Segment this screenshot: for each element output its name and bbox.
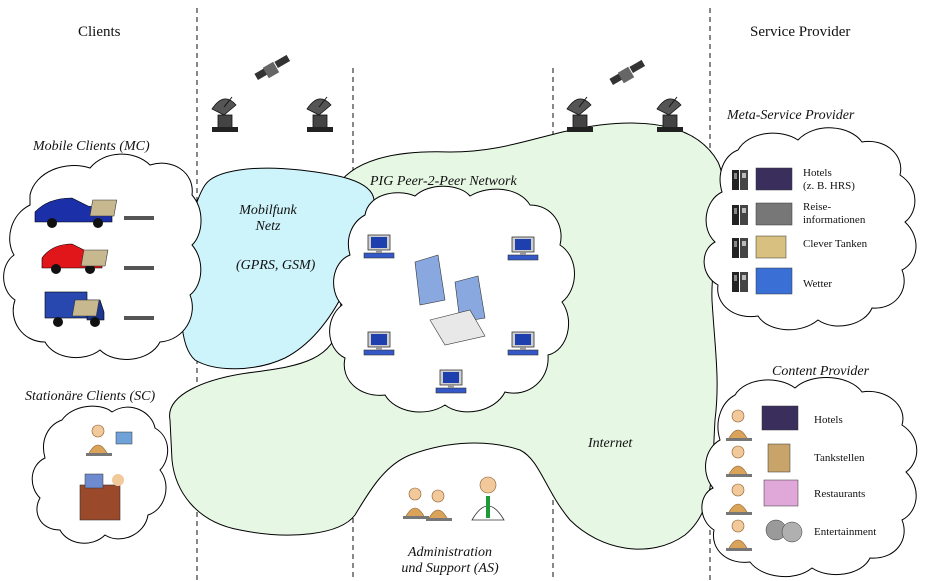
content-item-entertainment: Entertainment — [814, 526, 877, 538]
fuel-pump-icon — [755, 235, 787, 259]
meta-item-sublabel: (z. B. HRS) — [803, 179, 855, 192]
meta-item-hotels: Hotels (z. B. HRS) — [803, 167, 855, 192]
satellite-icon — [609, 59, 646, 85]
computer-icon — [507, 331, 539, 356]
computer-icon — [435, 369, 467, 394]
pig-network-title: PIG Peer-2-Peer Network — [370, 174, 517, 189]
mobile-clients-title: Mobile Clients (MC) — [33, 139, 150, 154]
hotel-image-icon — [761, 405, 799, 431]
server-cluster-icon — [414, 254, 486, 346]
meta-service-cloud — [703, 127, 917, 331]
office-worker-icon — [85, 424, 133, 457]
meta-item-travel: Reise- informationen — [803, 201, 865, 226]
fuel-pump-icon — [767, 443, 791, 473]
clients-header: Clients — [78, 24, 121, 40]
server-icon — [732, 170, 748, 190]
mobile-network-line1: Mobilfunk — [239, 203, 297, 218]
content-item-restaurants: Restaurants — [814, 488, 866, 500]
computer-icon — [363, 331, 395, 356]
content-provider-icons — [725, 405, 803, 552]
service-provider-header: Service Provider — [750, 24, 851, 40]
antenna-dish-icon — [211, 96, 239, 133]
laptop-icon — [71, 299, 154, 320]
antenna-dish-icon — [306, 96, 334, 133]
meta-item-clever-tanken: Clever Tanken — [803, 238, 868, 250]
meta-service-title: Meta-Service Provider — [727, 108, 855, 123]
admin-line1: Administration — [407, 545, 492, 560]
phone-operator-icon — [471, 476, 505, 521]
content-provider-title: Content Provider — [772, 364, 870, 379]
stationary-clients-title: Stationäre Clients (SC) — [25, 389, 156, 404]
weather-map-icon — [755, 267, 793, 295]
mobile-network-label: Mobilfunk Netz — [218, 203, 318, 235]
support-staff-icon — [402, 487, 453, 522]
meta-item-wetter: Wetter — [803, 278, 833, 290]
server-icon — [732, 272, 748, 292]
travel-info-icon — [755, 202, 793, 226]
computer-icon — [507, 236, 539, 261]
meta-item-label: Reise- — [803, 201, 832, 213]
server-icon — [732, 205, 748, 225]
computer-icon — [363, 234, 395, 259]
laptop-icon — [80, 249, 154, 270]
desk-computer-icon — [79, 473, 124, 521]
meta-service-icons — [732, 167, 793, 295]
content-item-tankstellen: Tankstellen — [814, 452, 865, 464]
admin-line2: und Support (AS) — [401, 561, 499, 577]
mobile-network-line2: Netz — [255, 219, 281, 235]
meta-item-sublabel: informationen — [803, 213, 866, 226]
restaurant-icon — [763, 479, 799, 507]
hotel-image-icon — [755, 167, 793, 191]
admin-support-label: Administration und Support (AS) — [385, 545, 515, 577]
mobile-network-protocols: (GPRS, GSM) — [236, 258, 316, 273]
meta-item-label: Hotels — [803, 167, 832, 179]
server-icon — [732, 238, 748, 258]
laptop-icon — [89, 199, 154, 220]
internet-label: Internet — [588, 436, 633, 451]
satellite-icon — [254, 54, 291, 80]
content-item-hotels: Hotels — [814, 414, 843, 426]
content-provider-cloud — [701, 377, 918, 578]
